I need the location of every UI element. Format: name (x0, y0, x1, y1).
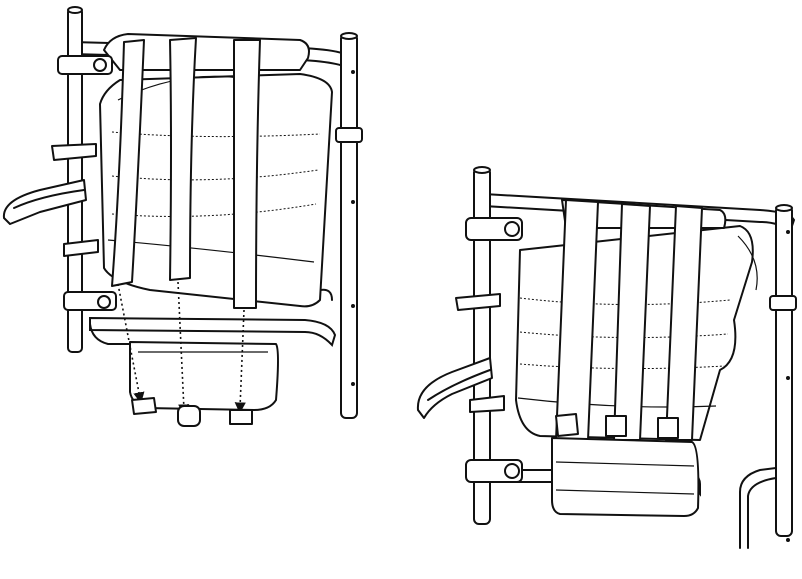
dotted-arrow-icon (117, 281, 246, 416)
right-panel (416, 166, 797, 549)
left-panel (2, 6, 363, 427)
strap-icon (111, 37, 261, 309)
back-pad (99, 73, 333, 308)
buckle-icon (555, 413, 679, 439)
strap-icon (555, 199, 703, 441)
lumbar-pad (551, 437, 700, 517)
buckle-icon (131, 397, 253, 427)
